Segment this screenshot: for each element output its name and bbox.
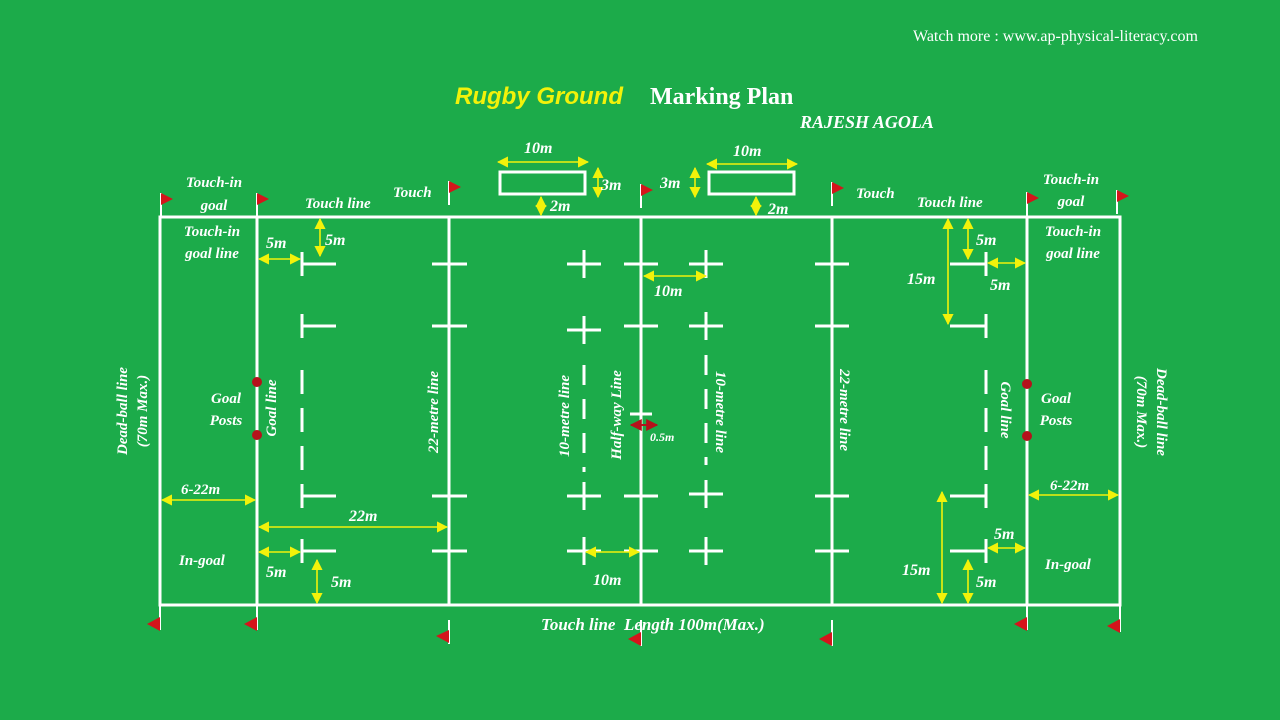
5m-mark: [300, 539, 336, 563]
m-6-22m-right: 6-22m: [1050, 478, 1089, 494]
flag-icon: [628, 620, 642, 646]
m-22m: 22m: [348, 508, 377, 525]
m-3m-left: 3m: [600, 177, 621, 194]
m-5m-left-bottom-h: 5m: [266, 564, 286, 581]
10m-cross: [567, 482, 601, 510]
5m-mark: [950, 314, 988, 338]
m-6-22m-left: 6-22m: [181, 482, 220, 498]
22m-tick: [815, 262, 849, 553]
flag-icon: [147, 605, 161, 631]
label-half-way-line: Half-way Line: [609, 370, 625, 461]
goal-post-dot: [252, 377, 262, 387]
m-5m-left-top-v: 5m: [325, 232, 345, 249]
flags: [147, 181, 1129, 646]
5m-mark: [300, 484, 336, 508]
label-22m-line-right: 22-metre line: [836, 368, 852, 451]
label-goal-line-right: Goal line: [997, 381, 1013, 438]
label-in-goal-left: In-goal: [178, 553, 226, 569]
flag-icon: [448, 181, 461, 205]
m-5m-right-bottom-h: 5m: [994, 526, 1014, 543]
m-5m-left-bottom-v: 5m: [331, 574, 351, 591]
m-15m-right-top: 15m: [907, 271, 935, 288]
flag-icon: [640, 184, 653, 208]
label-dead-ball-line-right: Dead-ball line: [1153, 367, 1169, 456]
10m-cross: [689, 250, 723, 278]
goal-post-dot: [252, 430, 262, 440]
label-touch-line-left: Touch line: [305, 196, 371, 212]
m-5m-right-top-v: 5m: [976, 232, 996, 249]
label-dead-ball-max-left: (70m Max.): [135, 375, 151, 448]
label-dead-ball-line-left: Dead-ball line: [115, 367, 131, 456]
marker-box-left: [498, 170, 587, 196]
10m-cross: [567, 537, 601, 565]
5m-mark: [950, 539, 988, 563]
flag-icon: [1107, 605, 1121, 633]
flag-icon: [160, 193, 173, 217]
m-15m-right-bottom: 15m: [902, 562, 930, 579]
m-10m-halfway-top: 10m: [654, 283, 682, 300]
label-touch-right: Touch: [856, 186, 895, 202]
flag-icon: [244, 605, 258, 631]
flag-icon: [819, 620, 833, 646]
10m-cross: [567, 250, 601, 278]
5m-mark: [300, 252, 336, 276]
label-in-goal-right: In-goal: [1044, 557, 1092, 573]
5m-mark: [950, 252, 988, 276]
title-rest: Marking Plan: [650, 84, 793, 110]
label-touch-left: Touch: [393, 185, 432, 201]
flag-icon: [256, 193, 269, 217]
10m-cross: [567, 316, 601, 344]
goal-post-dot: [1022, 431, 1032, 441]
flag-icon: [831, 182, 844, 206]
label-10m-line-right: 10-metre line: [712, 371, 728, 453]
goal-posts: [252, 377, 1032, 441]
m-3m-right: 3m: [659, 175, 680, 192]
m-5m-left-top-h: 5m: [266, 235, 286, 252]
10m-cross: [689, 480, 723, 508]
flag-icon: [1026, 192, 1039, 216]
goal-post-dot: [1022, 379, 1032, 389]
m-10m-halfway-bottom: 10m: [593, 572, 621, 589]
m-10m-box-left: 10m: [524, 140, 552, 157]
title-colored: Rugby Ground: [455, 83, 624, 110]
field-markings: [300, 250, 988, 565]
flag-icon: [436, 620, 450, 644]
5m-mark: [300, 314, 336, 338]
m-2m-left: 2m: [549, 198, 570, 215]
label-dead-ball-max-right: (70m Max.): [1133, 376, 1149, 449]
flag-icon: [1014, 605, 1028, 631]
5m-mark: [950, 484, 988, 508]
halfway-tick: [624, 262, 658, 553]
m-5m-right-top-h: 5m: [990, 277, 1010, 294]
marker-box-right: [707, 170, 796, 196]
field-lines: [158, 170, 1122, 607]
label-10m-line-left: 10-metre line: [557, 375, 573, 457]
10m-cross: [689, 312, 723, 340]
watch-more-text: Watch more : www.ap-physical-literacy.co…: [913, 28, 1199, 45]
10m-cross: [689, 537, 723, 565]
label-goal-line-left: Goal line: [264, 379, 280, 436]
m-5m-right-bottom-v: 5m: [976, 574, 996, 591]
label-touch-line-right: Touch line: [917, 195, 983, 211]
22m-tick: [432, 262, 467, 553]
label-22m-line-left: 22-metre line: [426, 371, 442, 454]
m-2m-right: 2m: [767, 201, 788, 218]
flag-icon: [1116, 190, 1129, 214]
m-10m-box-right: 10m: [733, 143, 761, 160]
m-half-metre: 0.5m: [650, 430, 674, 444]
label-bottom-caption: Touch line Length 100m(Max.): [541, 615, 765, 634]
author-name: RAJESH AGOLA: [799, 112, 934, 132]
measurement-arrows: [160, 156, 1120, 605]
